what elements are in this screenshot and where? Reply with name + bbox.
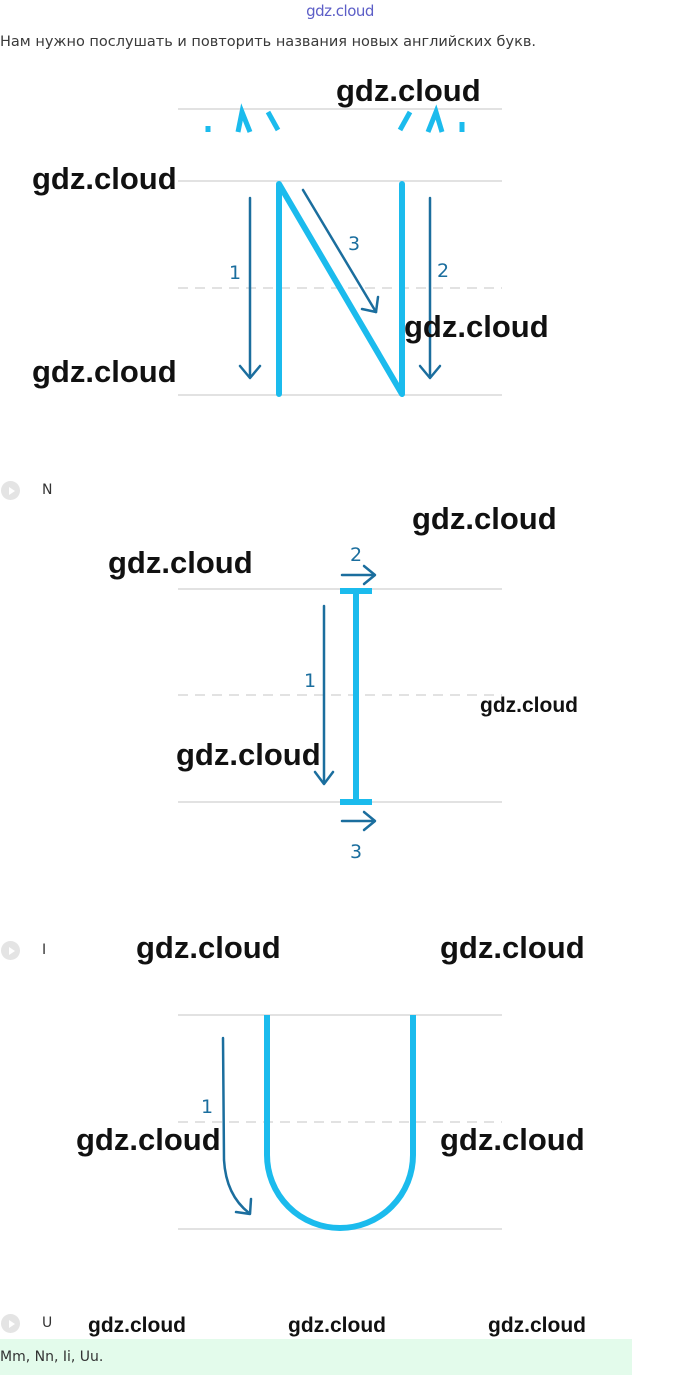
watermark: gdz.cloud <box>440 1122 585 1157</box>
watermark: gdz.cloud <box>412 501 557 536</box>
stroke-number: 1 <box>304 670 316 692</box>
watermark: gdz.cloud <box>288 1314 386 1337</box>
site-logo[interactable]: gdz.cloud <box>306 2 374 20</box>
watermark: gdz.cloud <box>480 694 578 717</box>
watermark: gdz.cloud <box>108 545 253 580</box>
audio-label-u: U <box>42 1315 53 1331</box>
watermark: gdz.cloud <box>440 930 585 965</box>
answer-text: Mm, Nn, Ii, Uu. <box>0 1349 104 1365</box>
instruction-text: Нам нужно послушать и повторить названия… <box>0 34 536 50</box>
watermark: gdz.cloud <box>176 737 321 772</box>
stroke-number: 2 <box>350 544 362 566</box>
watermark: gdz.cloud <box>488 1314 586 1337</box>
play-icon[interactable] <box>1 1314 20 1333</box>
play-icon[interactable] <box>1 941 20 960</box>
letter-n-diagram: 1 2 3 <box>178 103 502 397</box>
watermark: gdz.cloud <box>88 1314 186 1337</box>
watermark: gdz.cloud <box>336 73 481 108</box>
letter-u-diagram: 1 <box>178 1014 502 1231</box>
stroke-number: 1 <box>201 1096 213 1118</box>
letter-i-diagram: 1 2 3 <box>178 544 502 863</box>
watermark: gdz.cloud <box>32 354 177 389</box>
audio-label-n: N <box>42 482 53 498</box>
play-icon[interactable] <box>1 481 20 500</box>
answer-box: Mm, Nn, Ii, Uu. <box>0 1339 632 1375</box>
watermark: gdz.cloud <box>76 1122 221 1157</box>
watermark: gdz.cloud <box>136 930 281 965</box>
watermark: gdz.cloud <box>404 309 549 344</box>
stroke-number: 3 <box>348 233 360 255</box>
stroke-number: 3 <box>350 841 362 863</box>
stroke-number: 2 <box>437 260 449 282</box>
stroke-number: 1 <box>229 262 241 284</box>
audio-label-i: I <box>42 942 47 958</box>
watermark: gdz.cloud <box>32 161 177 196</box>
